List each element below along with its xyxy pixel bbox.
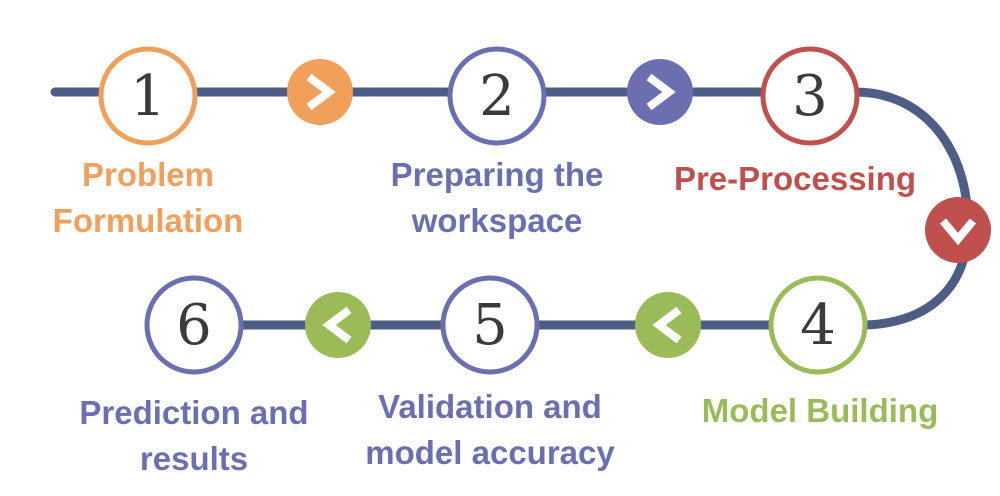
- step-label-line: Model Building: [702, 392, 938, 429]
- step-4: 4: [768, 275, 868, 375]
- connector-left-4: [635, 292, 701, 358]
- step-circle: [98, 46, 198, 146]
- step-number: 5: [472, 293, 508, 358]
- step-circle: [144, 275, 244, 375]
- step-label-line: Formulation: [53, 202, 244, 239]
- step-label-line: Prediction and: [79, 394, 308, 431]
- step-label-line: model accuracy: [365, 434, 615, 471]
- step-label-2: Preparing the workspace: [391, 156, 604, 239]
- connector-circle: [925, 197, 991, 263]
- step-label-5: Validation and model accuracy: [365, 388, 615, 471]
- step-label-line: Preparing the: [391, 156, 604, 193]
- step-label-line: Validation and: [378, 388, 602, 425]
- step-number: 1: [130, 64, 166, 129]
- chevron-right-icon: [646, 73, 676, 111]
- connector-right-2: [627, 59, 693, 125]
- step-circle: [440, 275, 540, 375]
- step-3: 3: [760, 46, 860, 146]
- step-circle: [760, 46, 860, 146]
- step-label-3: Pre-Processing: [674, 160, 916, 197]
- step-label-line: results: [140, 440, 248, 477]
- connector-circle: [287, 59, 353, 125]
- step-6: 6: [144, 275, 244, 375]
- connector-circle: [627, 59, 693, 125]
- step-1: 1: [98, 46, 198, 146]
- step-circle: [768, 275, 868, 375]
- chevron-left-icon: [652, 306, 682, 344]
- connector-right-1: [287, 59, 353, 125]
- step-number: 2: [479, 64, 515, 129]
- connector-circle: [635, 292, 701, 358]
- step-label-line: Pre-Processing: [674, 160, 916, 197]
- connector-down-3: [925, 197, 991, 263]
- connector-left-5: [305, 292, 371, 358]
- step-circle: [447, 46, 547, 146]
- step-label-4: Model Building: [702, 392, 938, 429]
- chevron-right-icon: [306, 73, 336, 111]
- step-number: 3: [792, 64, 828, 129]
- step-number: 4: [800, 293, 836, 358]
- step-label-6: Prediction and results: [79, 394, 308, 477]
- step-5: 5: [440, 275, 540, 375]
- step-number: 6: [176, 293, 212, 358]
- chevron-left-icon: [322, 306, 352, 344]
- chevron-down-icon: [939, 218, 977, 246]
- connector-circle: [305, 292, 371, 358]
- step-2: 2: [447, 46, 547, 146]
- step-label-line: Problem: [82, 156, 214, 193]
- step-label-line: workspace: [411, 202, 583, 239]
